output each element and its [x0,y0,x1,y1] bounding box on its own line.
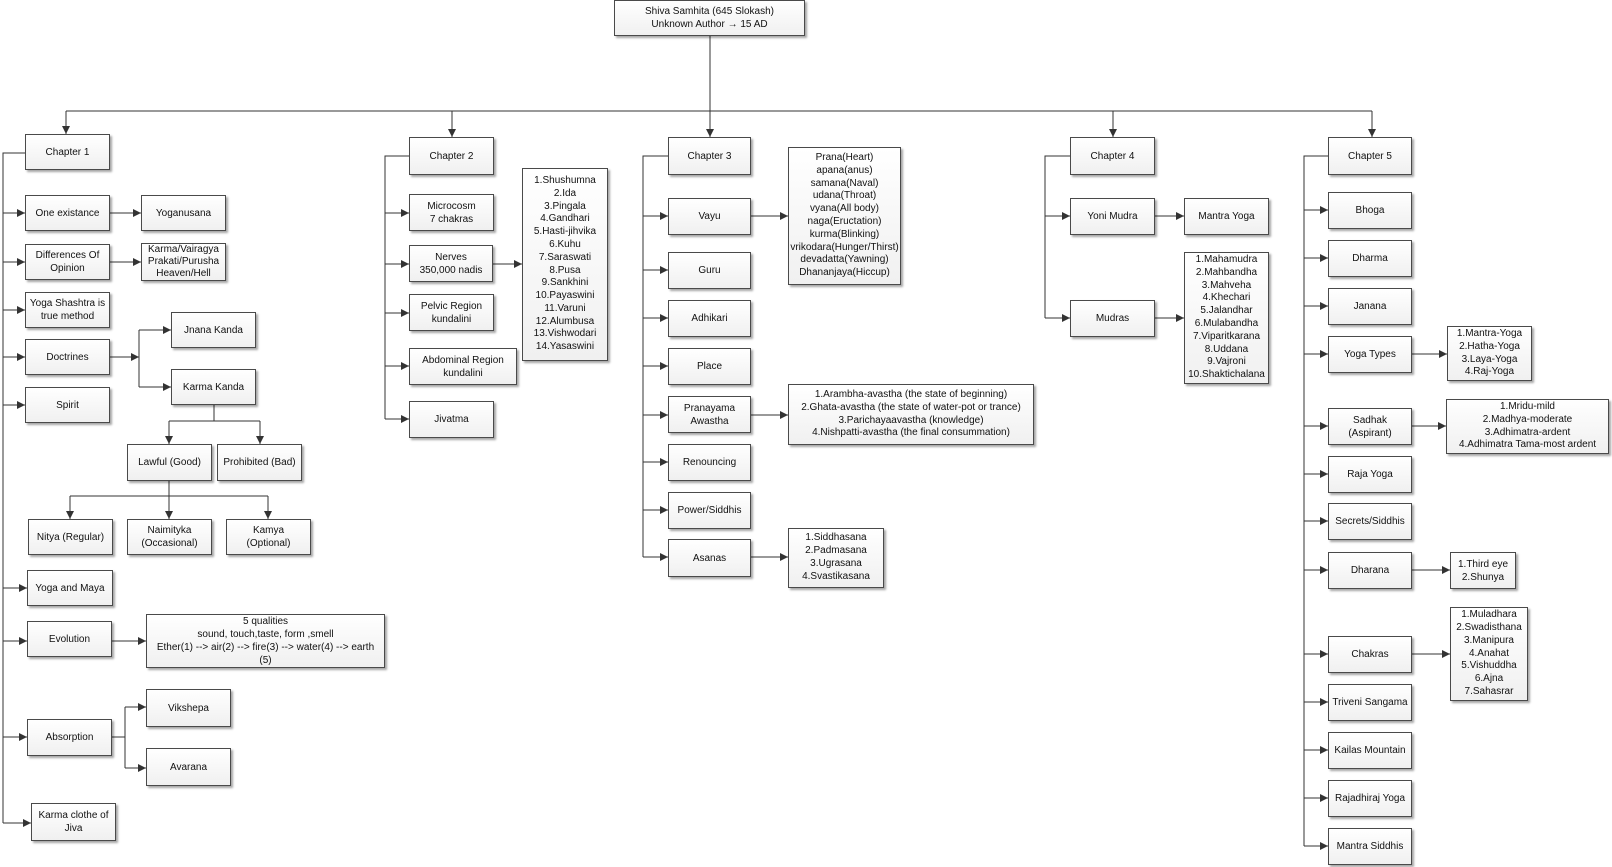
janana-node: Janana [1328,288,1412,325]
one-existance-node: One existance [25,195,110,231]
chapter-2-node: Chapter 2 [409,137,494,175]
asanas-node: Asanas [668,539,751,577]
yoga-types-list: 1.Mantra-Yoga 2.Hatha-Yoga 3.Laya-Yoga 4… [1447,326,1532,381]
nadis-list: 1.Shushumna 2.Ida 3.Pingala 4.Gandhari 5… [522,168,608,361]
chapter-3-node: Chapter 3 [668,137,751,175]
sadhak-list: 1.Mridu-mild 2.Madhya-moderate 3.Adhimat… [1446,399,1609,454]
bhoga-node: Bhoga [1328,192,1412,229]
dharana-node: Dharana [1328,552,1412,589]
triveni-sangama-node: Triveni Sangama [1328,684,1412,721]
avarana-node: Avarana [146,748,231,786]
doctrines-node: Doctrines [25,339,110,375]
chakras-list: 1.Muladhara 2.Swadisthana 3.Manipura 4.A… [1450,607,1528,701]
asanas-list: 1.Siddhasana 2.Padmasana 3.Ugrasana 4.Sv… [788,528,884,588]
prohibited-node: Prohibited (Bad) [217,444,302,481]
nerves-node: Nerves 350,000 nadis [409,245,493,282]
yoni-mudra-node: Yoni Mudra [1070,198,1155,235]
kamya-node: Kamya (Optional) [226,519,311,555]
karma-clothe-node: Karma clothe of Jiva [31,803,116,841]
dharana-list: 1.Third eye 2.Shunya [1450,552,1516,589]
chakras-node: Chakras [1328,636,1412,673]
absorption-node: Absorption [27,719,112,756]
raja-yoga-node: Raja Yoga [1328,456,1412,493]
renouncing-node: Renouncing [668,444,751,481]
yoga-and-maya-node: Yoga and Maya [27,570,113,606]
dharma-node: Dharma [1328,240,1412,277]
evolution-node: Evolution [27,621,112,657]
jivatma-node: Jivatma [409,401,494,438]
guru-node: Guru [668,252,751,289]
sadhak-node: Sadhak (Aspirant) [1328,408,1412,445]
nitya-node: Nitya (Regular) [28,519,113,555]
chapter-4-node: Chapter 4 [1070,137,1155,175]
yoga-types-node: Yoga Types [1328,336,1412,373]
differences-of-opinion-node: Differences Of Opinion [25,244,110,280]
place-node: Place [668,348,751,385]
abdominal-region-node: Abdominal Region kundalini [409,348,517,385]
jnana-kanda-node: Jnana Kanda [171,312,256,348]
vayu-list: Prana(Heart) apana(anus) samana(Naval) u… [788,147,901,285]
pranayama-awastha-node: Pranayama Awastha [668,396,751,433]
mantra-yoga-node: Mantra Yoga [1184,198,1269,235]
yoganusana-node: Yoganusana [141,195,226,231]
vikshepa-node: Vikshepa [146,689,231,727]
naimityka-node: Naimityka (Occasional) [127,519,212,555]
mudras-node: Mudras [1070,300,1155,337]
mantra-siddhis-node: Mantra Siddhis [1328,828,1412,865]
yoga-shashtra-node: Yoga Shashtra is true method [25,292,110,328]
karma-kanda-node: Karma Kanda [171,369,256,405]
adhikari-node: Adhikari [668,300,751,337]
five-qualities-node: 5 qualities sound, touch,taste, form ,sm… [146,614,385,668]
vayu-node: Vayu [668,198,751,235]
microcosm-node: Microcosm 7 chakras [409,194,494,231]
rajadhiraj-yoga-node: Rajadhiraj Yoga [1328,780,1412,817]
spirit-node: Spirit [25,387,110,423]
karma-vairagya-list: Karma/Vairagya Prakati/Purusha Heaven/He… [141,243,226,281]
root-node: Shiva Samhita (645 Slokash) Unknown Auth… [614,0,805,36]
chapter-5-node: Chapter 5 [1328,137,1412,175]
lawful-node: Lawful (Good) [127,444,212,481]
pelvic-region-node: Pelvic Region kundalini [409,294,494,331]
power-siddhis-node: Power/Siddhis [668,492,751,529]
avastha-list: 1.Arambha-avastha (the state of beginnin… [788,384,1034,445]
kailas-mountain-node: Kailas Mountain [1328,732,1412,769]
mudras-list: 1.Mahamudra 2.Mahbandha 3.Mahveha 4.Khec… [1184,252,1269,384]
secrets-siddhis-node: Secrets/Siddhis [1328,503,1412,540]
chapter-1-node: Chapter 1 [25,134,110,170]
